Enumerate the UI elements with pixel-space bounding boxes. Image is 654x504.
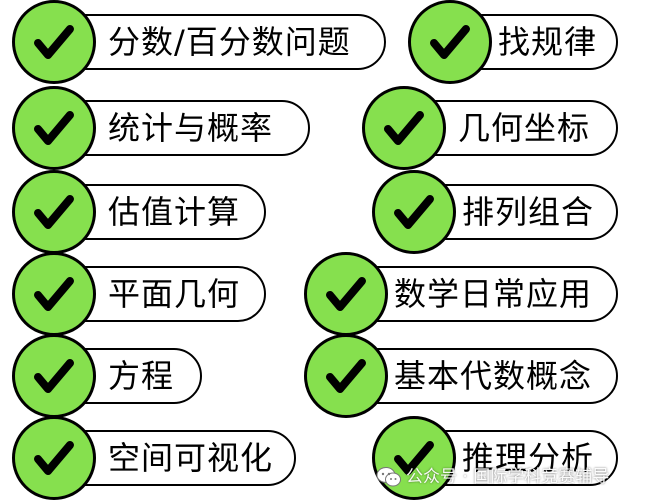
topic-label: 排列组合 xyxy=(462,193,595,231)
checkmark-icon xyxy=(34,25,74,59)
checkmark-badge xyxy=(12,0,96,84)
checkmark-badge xyxy=(12,170,96,254)
checkmark-badge xyxy=(12,252,96,336)
checkmark-badge xyxy=(408,0,492,84)
checkmark-badge xyxy=(12,86,96,170)
topic-item-combinatorics: 排列组合 xyxy=(372,170,620,254)
checkmark-icon xyxy=(34,195,74,229)
topic-item-algebra-concepts: 基本代数概念 xyxy=(304,334,620,418)
checkmark-icon xyxy=(34,111,74,145)
checkmark-icon xyxy=(34,359,74,393)
topic-item-statistics-probability: 统计与概率 xyxy=(12,86,312,170)
topic-label: 推理分析 xyxy=(462,439,595,477)
checkmark-icon xyxy=(384,111,424,145)
checkmark-icon xyxy=(394,441,434,475)
topic-label: 几何坐标 xyxy=(458,109,591,147)
topic-item-equations: 方程 xyxy=(12,334,204,418)
checkmark-icon xyxy=(34,441,74,475)
wechat-icon xyxy=(376,467,401,487)
checkmark-icon xyxy=(394,195,434,229)
topic-pill xyxy=(52,430,296,486)
checkmark-badge xyxy=(362,86,446,170)
checkmark-badge xyxy=(12,334,96,418)
topic-item-spatial-visualization: 空间可视化 xyxy=(12,416,298,500)
topic-item-patterns: 找规律 xyxy=(408,0,620,84)
watermark-text: 公众号 · 国际学科竞赛辅导 xyxy=(406,467,610,487)
topic-item-fractions-percentages: 分数/百分数问题 xyxy=(12,0,388,84)
topic-pill xyxy=(52,14,386,70)
topic-pill xyxy=(344,348,618,404)
topic-label: 分数/百分数问题 xyxy=(108,23,351,61)
watermark: 公众号 · 国际学科竞赛辅导 xyxy=(376,462,609,492)
checkmark-badge xyxy=(372,416,456,500)
checkmark-icon xyxy=(326,277,366,311)
topic-label: 估值计算 xyxy=(108,193,241,231)
topic-label: 方程 xyxy=(108,357,175,395)
topic-label: 平面几何 xyxy=(108,275,241,313)
topic-label: 数学日常应用 xyxy=(394,275,593,313)
checkmark-icon xyxy=(326,359,366,393)
topic-label: 找规律 xyxy=(498,23,598,61)
topic-item-plane-geometry: 平面几何 xyxy=(12,252,268,336)
topic-item-estimation: 估值计算 xyxy=(12,170,268,254)
checkmark-icon xyxy=(34,277,74,311)
checkmark-icon xyxy=(430,25,470,59)
topic-label: 统计与概率 xyxy=(108,109,274,147)
checkmark-badge xyxy=(12,416,96,500)
checkmark-badge xyxy=(304,252,388,336)
topic-item-everyday-math: 数学日常应用 xyxy=(304,252,620,336)
checkmark-badge xyxy=(304,334,388,418)
topic-item-reasoning: 推理分析 xyxy=(372,416,620,500)
checkmark-badge xyxy=(372,170,456,254)
topic-label: 基本代数概念 xyxy=(394,357,593,395)
topic-label: 空间可视化 xyxy=(108,439,274,477)
topic-item-coordinate-geometry: 几何坐标 xyxy=(362,86,620,170)
topic-pill xyxy=(344,266,618,322)
